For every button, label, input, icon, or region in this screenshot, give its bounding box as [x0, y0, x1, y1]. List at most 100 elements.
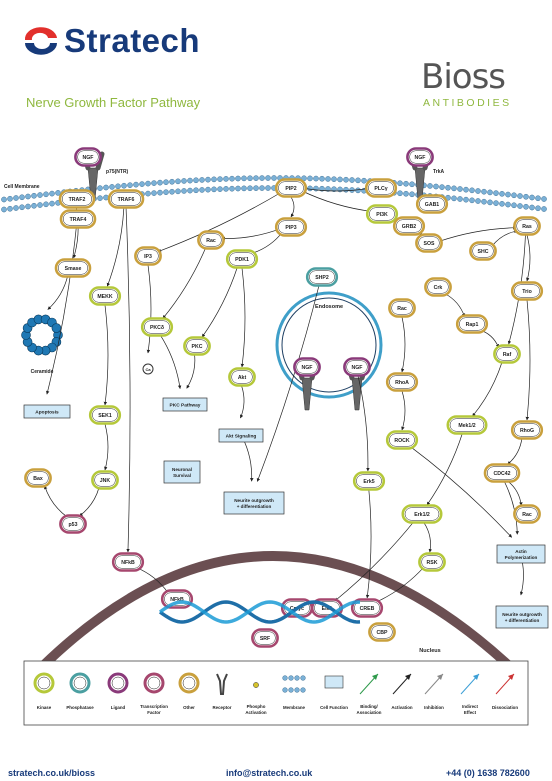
node-label-pip3: PIP3	[285, 225, 296, 231]
node-cbp: CBP	[368, 622, 396, 642]
svg-text:Association: Association	[357, 710, 382, 715]
edge-43	[409, 445, 513, 538]
p75-label: p75(NTR)	[106, 169, 129, 175]
trka-label: TrkA	[433, 169, 445, 175]
node-label-raf: Raf	[503, 352, 512, 358]
node-label-rock: ROCK	[394, 438, 410, 444]
node-shp2: SHP2	[305, 267, 339, 287]
node-label-rac1: Rac	[206, 238, 216, 244]
legend-label-other: Other	[183, 705, 195, 710]
node-label-akt: Akt	[238, 375, 247, 381]
footer-website[interactable]: stratech.co.uk/bioss	[8, 768, 96, 778]
edge-35	[426, 432, 463, 506]
edge-32	[444, 293, 466, 317]
node-label-pkc: PKC	[192, 344, 203, 350]
legend-activation: Activation	[391, 673, 413, 710]
legend-label-binding: Binding/	[360, 704, 378, 709]
node-label-mekk: MEKK	[97, 294, 113, 300]
node-trio: Trio	[510, 281, 544, 301]
node-label-ip3: IP3	[144, 254, 152, 260]
cell-membrane-label: Cell Membrane	[4, 184, 40, 190]
node-label-rap1: Rap1	[466, 322, 479, 328]
function-label-neuronal-survival: Neuronal	[172, 467, 192, 472]
edge-36	[423, 522, 433, 553]
edge-23	[438, 226, 517, 242]
legend-label-ligand: Ligand	[111, 705, 126, 710]
node-ngf-p75: NGF	[74, 147, 102, 167]
node-rock: ROCK	[385, 430, 419, 450]
node-nfkb-in: NFkB	[160, 589, 194, 609]
edge-19	[240, 385, 245, 419]
function-neurite-mid: Neurite outgrowth+ differentiation	[223, 491, 285, 515]
edge-10	[157, 191, 283, 253]
legend-label-membrane: Membrane	[283, 705, 306, 710]
legend-membrane: Membrane	[282, 675, 306, 710]
node-label-shp2: SHP2	[315, 275, 329, 281]
node-pip2: PIP2	[274, 178, 308, 198]
legend-inhibition: Inhibition	[424, 673, 444, 710]
endosome	[275, 291, 383, 399]
node-pdk1: PDK1	[225, 249, 259, 269]
function-label-apoptosis: Apoptosis	[35, 410, 59, 416]
node-label-nfkb-out: NFkB	[121, 560, 135, 566]
dna-helix	[158, 600, 361, 624]
legend-box	[23, 660, 529, 726]
partner-logo-name: Bioss	[421, 57, 506, 97]
node-crk: Crk	[424, 277, 452, 297]
edge-39	[365, 489, 372, 599]
edge-6	[104, 423, 109, 471]
nucleus-envelope	[40, 551, 512, 662]
legend-label-activation: Activation	[391, 705, 413, 710]
footer-email[interactable]: info@stratech.co.uk	[226, 768, 313, 778]
edge-17	[160, 335, 182, 389]
node-rac3: Rac	[513, 504, 541, 524]
node-sek1: SEK1	[88, 405, 122, 425]
svg-text:+ differentiation: + differentiation	[505, 618, 540, 623]
node-label-srf: SRF	[260, 636, 270, 642]
edge-46	[357, 375, 370, 472]
node-rsk: RSK	[418, 552, 446, 572]
svg-text:Factor: Factor	[147, 710, 161, 715]
legend-label-kinase: Kinase	[37, 705, 52, 710]
node-label-rhog: RhoG	[520, 428, 534, 434]
page-title: Nerve Growth Factor Pathway	[26, 95, 201, 110]
function-label-pkc-pathway: PKC Pathway	[170, 403, 201, 409]
stratech-logo[interactable]	[22, 26, 60, 56]
node-label-ca: Ca	[145, 367, 151, 372]
node-bax: Bax	[24, 468, 52, 488]
edge-5	[103, 304, 109, 406]
node-label-trio: Trio	[522, 289, 532, 295]
node-rhoa: RhoA	[385, 372, 419, 392]
node-pkc: PKC	[183, 336, 211, 356]
node-nfkb-out: NFkB	[111, 552, 145, 572]
node-pkcd: PKCδ	[140, 317, 174, 337]
node-ca	[142, 363, 154, 375]
edge-34	[401, 390, 406, 431]
node-akt: Akt	[228, 367, 256, 387]
brand-name: Stratech	[64, 22, 201, 59]
endosome-label: Endosome	[315, 304, 343, 310]
edge-14	[201, 266, 238, 338]
edge-9	[290, 196, 295, 218]
legend-label-transcription-factor: Transcription	[140, 704, 168, 709]
node-label-rac3: Rac	[522, 512, 532, 518]
node-p53: p53	[59, 514, 87, 534]
edge-16	[146, 264, 152, 354]
legend-label-dissociation: Dissociation	[492, 705, 518, 710]
stratech-swirl-icon	[24, 27, 58, 55]
function-akt-signaling: Akt Signaling	[218, 428, 264, 443]
ceramide-cluster	[21, 314, 63, 356]
legend-label-phosphatase: Phosphatase	[66, 705, 94, 710]
node-label-smase: Smase	[65, 266, 82, 272]
node-label-cbp: CBP	[377, 630, 388, 636]
footer-phone[interactable]: +44 (0) 1638 782600	[446, 768, 530, 778]
node-label-ngf-trka: NGF	[415, 155, 426, 161]
edge-37	[334, 520, 416, 602]
node-traf6: TRAF6	[107, 189, 145, 209]
node-label-sos: SOS	[424, 241, 435, 247]
node-label-plcg: PLCγ	[374, 186, 387, 192]
